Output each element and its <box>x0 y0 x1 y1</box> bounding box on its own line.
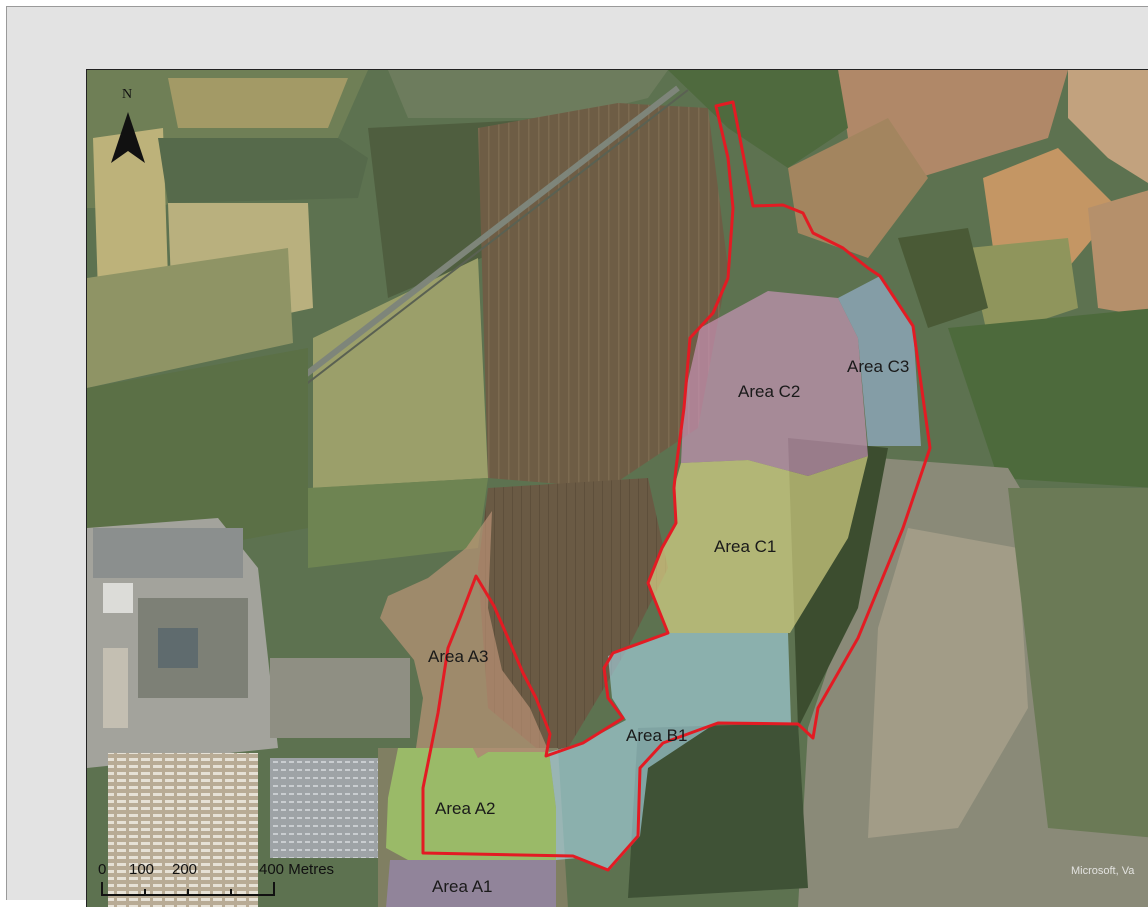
site-boundary-outline[interactable] <box>421 100 932 872</box>
scale-bar: 0 100 200 400 Metres <box>98 861 334 896</box>
area-c1-polygon[interactable] <box>648 456 868 633</box>
area-a1-label: Area A1 <box>432 877 493 896</box>
area-a2-polygon[interactable] <box>386 748 556 860</box>
map-attribution: Microsoft, Va <box>1071 865 1135 877</box>
areas-layer <box>380 276 921 907</box>
map-layout-frame: Area A1 Area A2 Area A3 Area B1 Area C1 … <box>6 6 1148 907</box>
area-a2-label: Area A2 <box>435 799 496 818</box>
area-b1-label: Area B1 <box>626 726 687 745</box>
area-a3-polygon[interactable] <box>380 511 549 758</box>
area-c3-polygon[interactable] <box>838 276 921 446</box>
area-c2-polygon[interactable] <box>681 291 868 476</box>
area-c2-label: Area C2 <box>738 382 800 401</box>
scale-tick-100: 100 <box>129 861 154 878</box>
area-a3-label: Area A3 <box>428 647 489 666</box>
area-b1-polygon[interactable] <box>549 633 791 870</box>
north-arrow-icon: N <box>111 87 145 163</box>
area-c1-label: Area C1 <box>714 537 776 556</box>
area-labels: Area A1 Area A2 Area A3 Area B1 Area C1 … <box>428 357 909 896</box>
scale-tick-200: 200 <box>172 861 197 878</box>
area-c3-label: Area C3 <box>847 357 909 376</box>
north-arrow-label: N <box>122 87 132 102</box>
aerial-map: Area A1 Area A2 Area A3 Area B1 Area C1 … <box>87 70 1148 907</box>
area-a1-polygon[interactable] <box>386 860 556 907</box>
scale-tick-0: 0 <box>98 861 106 878</box>
scale-tick-400-metres: 400 Metres <box>259 861 334 878</box>
map-viewport[interactable]: Area A1 Area A2 Area A3 Area B1 Area C1 … <box>86 69 1148 907</box>
